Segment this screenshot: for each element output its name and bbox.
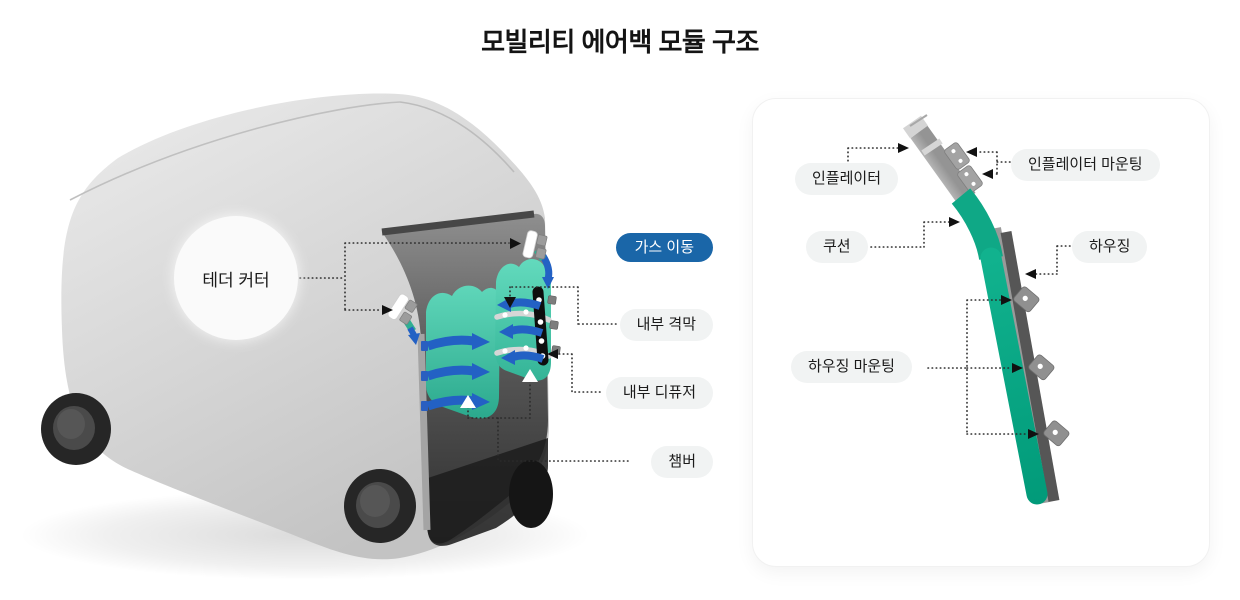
label-housing-mounting: 하우징 마운팅 — [791, 351, 912, 383]
wheel-middle — [344, 469, 416, 543]
connector-lines — [299, 147, 1071, 462]
rear-wheel — [509, 460, 553, 528]
label-inner-diffuser: 내부 디퓨저 — [605, 377, 713, 409]
opening-left-frame — [417, 333, 431, 531]
label-inflator-mounting: 인플레이터 마운팅 — [1011, 149, 1160, 181]
inflator-band — [921, 138, 943, 156]
badge-gas-flow: 가스 이동 — [615, 233, 713, 262]
page-title: 모빌리티 에어백 모듈 구조 — [481, 27, 759, 57]
label-inner-diaphragm: 내부 격막 — [619, 309, 713, 341]
roof-seam — [69, 101, 401, 201]
module-illustration — [902, 114, 1070, 505]
roof-right-seam — [399, 101, 515, 173]
label-cushion: 쿠션 — [806, 231, 868, 263]
chamber-left — [426, 285, 500, 419]
vehicle-illustration — [20, 93, 590, 580]
airbag-chambers — [426, 259, 561, 419]
connector-arrowheads — [382, 143, 1039, 439]
label-chamber: 챔버 — [651, 446, 713, 478]
interior-floor-shadow — [428, 438, 548, 546]
label-inflator: 인플레이터 — [795, 163, 899, 195]
label-housing: 하우징 — [1072, 231, 1148, 263]
opening-top-rim — [381, 210, 535, 236]
chamber-white-arrowheads — [460, 369, 538, 408]
inflator-tube — [910, 125, 976, 206]
cushion-strip — [980, 247, 1048, 505]
tether-cutter-left — [387, 293, 418, 325]
wheel-front — [41, 393, 111, 465]
label-tether-cutter: 테더 커터 — [174, 216, 298, 340]
housing-mount-tabs — [1013, 286, 1070, 447]
tether-cutter-top — [522, 230, 548, 260]
inflator-mount-clips — [944, 142, 983, 193]
